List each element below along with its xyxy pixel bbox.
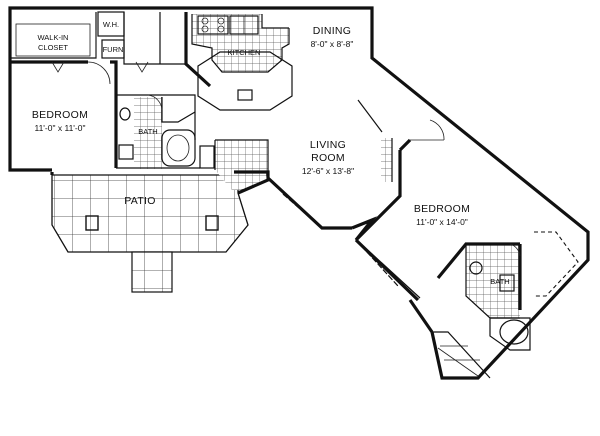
bedroom-1-dims: 11'-0" x 11'-0" xyxy=(34,123,85,133)
toilet-2 xyxy=(499,274,515,292)
bath-1-floor xyxy=(134,97,162,169)
range xyxy=(197,15,229,35)
patio-post xyxy=(205,215,219,231)
kitchen-label: KITCHEN xyxy=(228,48,261,57)
living-label-line2: ROOM xyxy=(311,152,345,164)
interior-walls xyxy=(10,11,579,379)
bedroom-2-label: BEDROOM xyxy=(414,203,470,215)
sink-1 xyxy=(119,107,131,121)
room-labels: DINING 8'-0" x 8'-8" KITCHEN WALK-IN CLO… xyxy=(32,20,510,286)
kitchen-floor xyxy=(192,14,289,72)
living-tile-strip xyxy=(381,138,392,182)
toilet-1 xyxy=(118,144,134,160)
bathtub-2 xyxy=(499,319,529,345)
kitchen-sink xyxy=(237,89,253,101)
living-label-line1: LIVING xyxy=(310,139,346,151)
door-swings xyxy=(51,61,521,287)
closet-label-line2: CLOSET xyxy=(38,43,68,52)
bedroom-1-label: BEDROOM xyxy=(32,109,88,121)
closet-label-line1: WALK-IN xyxy=(38,33,69,42)
bath-1-label: BATH xyxy=(138,127,157,136)
patio-post xyxy=(85,215,99,231)
dining-label: DINING xyxy=(313,25,352,37)
furnace-label: FURN xyxy=(103,45,124,54)
bedroom-2-dims: 11'-0" x 14'-0" xyxy=(416,217,468,227)
patio-area xyxy=(51,174,249,293)
dining-dims: 8'-0" x 8'-8" xyxy=(311,39,354,49)
bathtub-1 xyxy=(161,129,196,167)
entry-floor xyxy=(215,140,268,190)
bath-2-label: BATH xyxy=(490,277,509,286)
kitchen-island xyxy=(197,51,293,111)
patio-label: PATIO xyxy=(124,195,155,207)
water-heater-label: W.H. xyxy=(103,20,119,29)
sink-2 xyxy=(469,261,483,275)
living-dims: 12'-6" x 13'-8" xyxy=(302,166,354,176)
